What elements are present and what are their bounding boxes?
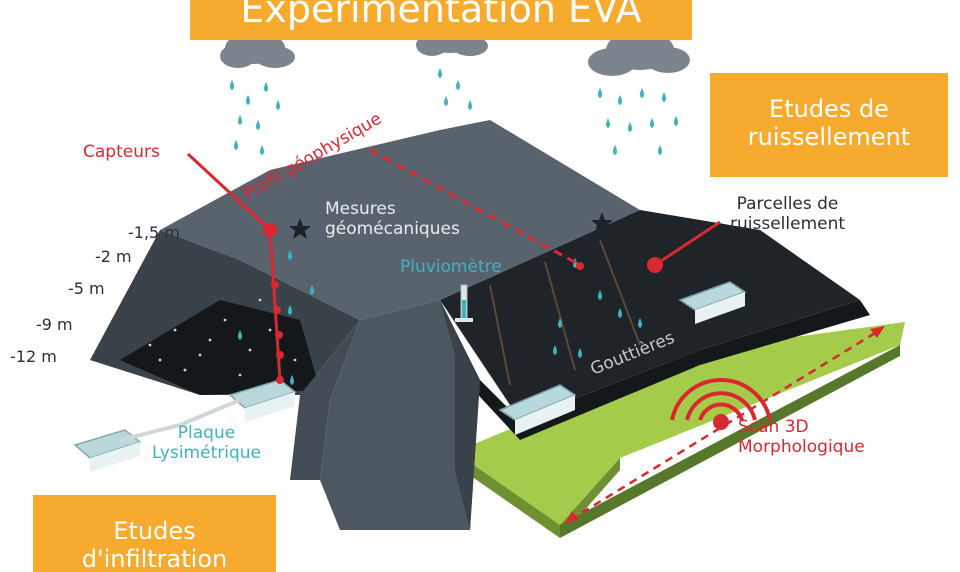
rock-front-left <box>290 320 360 480</box>
title-box: Expérimentation EVA <box>190 0 692 40</box>
depth-label: -2 m <box>95 247 132 266</box>
rock-top-face <box>160 120 640 320</box>
parcelles-line2: ruissellement <box>730 213 846 234</box>
parcelles-leader <box>654 220 721 267</box>
mesures-line2: géomécaniques <box>325 218 460 239</box>
runoff-plot-ribs <box>489 239 641 386</box>
depth-label: -5 m <box>68 279 105 298</box>
depth-label: -12 m <box>10 347 57 366</box>
plaque-label: Plaque Lysimétrique <box>152 423 261 463</box>
rock-pillar <box>320 300 480 530</box>
infiltration-line1: Etudes <box>113 517 196 545</box>
parcelles-label: Parcelles de ruissellement <box>730 194 846 234</box>
cloud-right <box>588 30 690 76</box>
gutter-left <box>498 384 577 435</box>
lysimeter-plate-2 <box>73 429 142 472</box>
scan-line2: Morphologique <box>738 436 865 457</box>
grass-front-edge <box>560 345 900 538</box>
rain-drops <box>230 68 678 385</box>
mesures-label: Mesures géomécaniques <box>325 199 460 239</box>
infiltration-line2: d'infiltration <box>81 545 228 572</box>
scan-line1: Scan 3D <box>738 417 809 437</box>
sensor-dots <box>263 223 284 384</box>
scan-arrow-line <box>569 328 881 522</box>
plaque-line1: Plaque <box>177 423 236 443</box>
rain-gauge-icon <box>455 284 473 322</box>
infiltration-box: Etudes d'infiltration <box>33 495 276 572</box>
parcelles-dot <box>647 257 663 273</box>
scan-label: Scan 3D Morphologique <box>738 417 865 457</box>
depth-label: -9 m <box>36 315 73 334</box>
pluviometre-label: Pluviomètre <box>400 257 502 277</box>
cloud-left <box>220 32 295 68</box>
lysimeter-pipe <box>119 398 241 442</box>
parcelles-line1: Parcelles de <box>736 194 839 214</box>
profile-end-dot <box>576 262 584 270</box>
ruissellement-box: Etudes de ruissellement <box>710 73 948 177</box>
plaque-line2: Lysimétrique <box>152 442 261 463</box>
mesures-line1: Mesures <box>325 199 396 219</box>
profile-dashed-line <box>369 148 581 267</box>
capteurs-label: Capteurs <box>83 142 160 162</box>
measurement-stars <box>289 212 613 239</box>
scan-center-dot <box>713 414 729 430</box>
ruissellement-line1: Etudes de <box>769 95 889 123</box>
rock-cut-face <box>120 300 320 395</box>
ruissellement-line2: ruissellement <box>747 123 911 151</box>
page-title: Expérimentation EVA <box>240 0 642 31</box>
scan-arrow-head-top <box>870 326 885 338</box>
grass-strip <box>455 322 905 525</box>
gutter-right <box>678 281 747 324</box>
depth-label: -1,5 m <box>128 223 180 242</box>
lysimeter-plate-1 <box>228 379 297 422</box>
rock-specks <box>148 298 297 377</box>
scan-arrow-head-bottom <box>565 511 579 524</box>
rock-pillar-shadow <box>440 300 480 530</box>
